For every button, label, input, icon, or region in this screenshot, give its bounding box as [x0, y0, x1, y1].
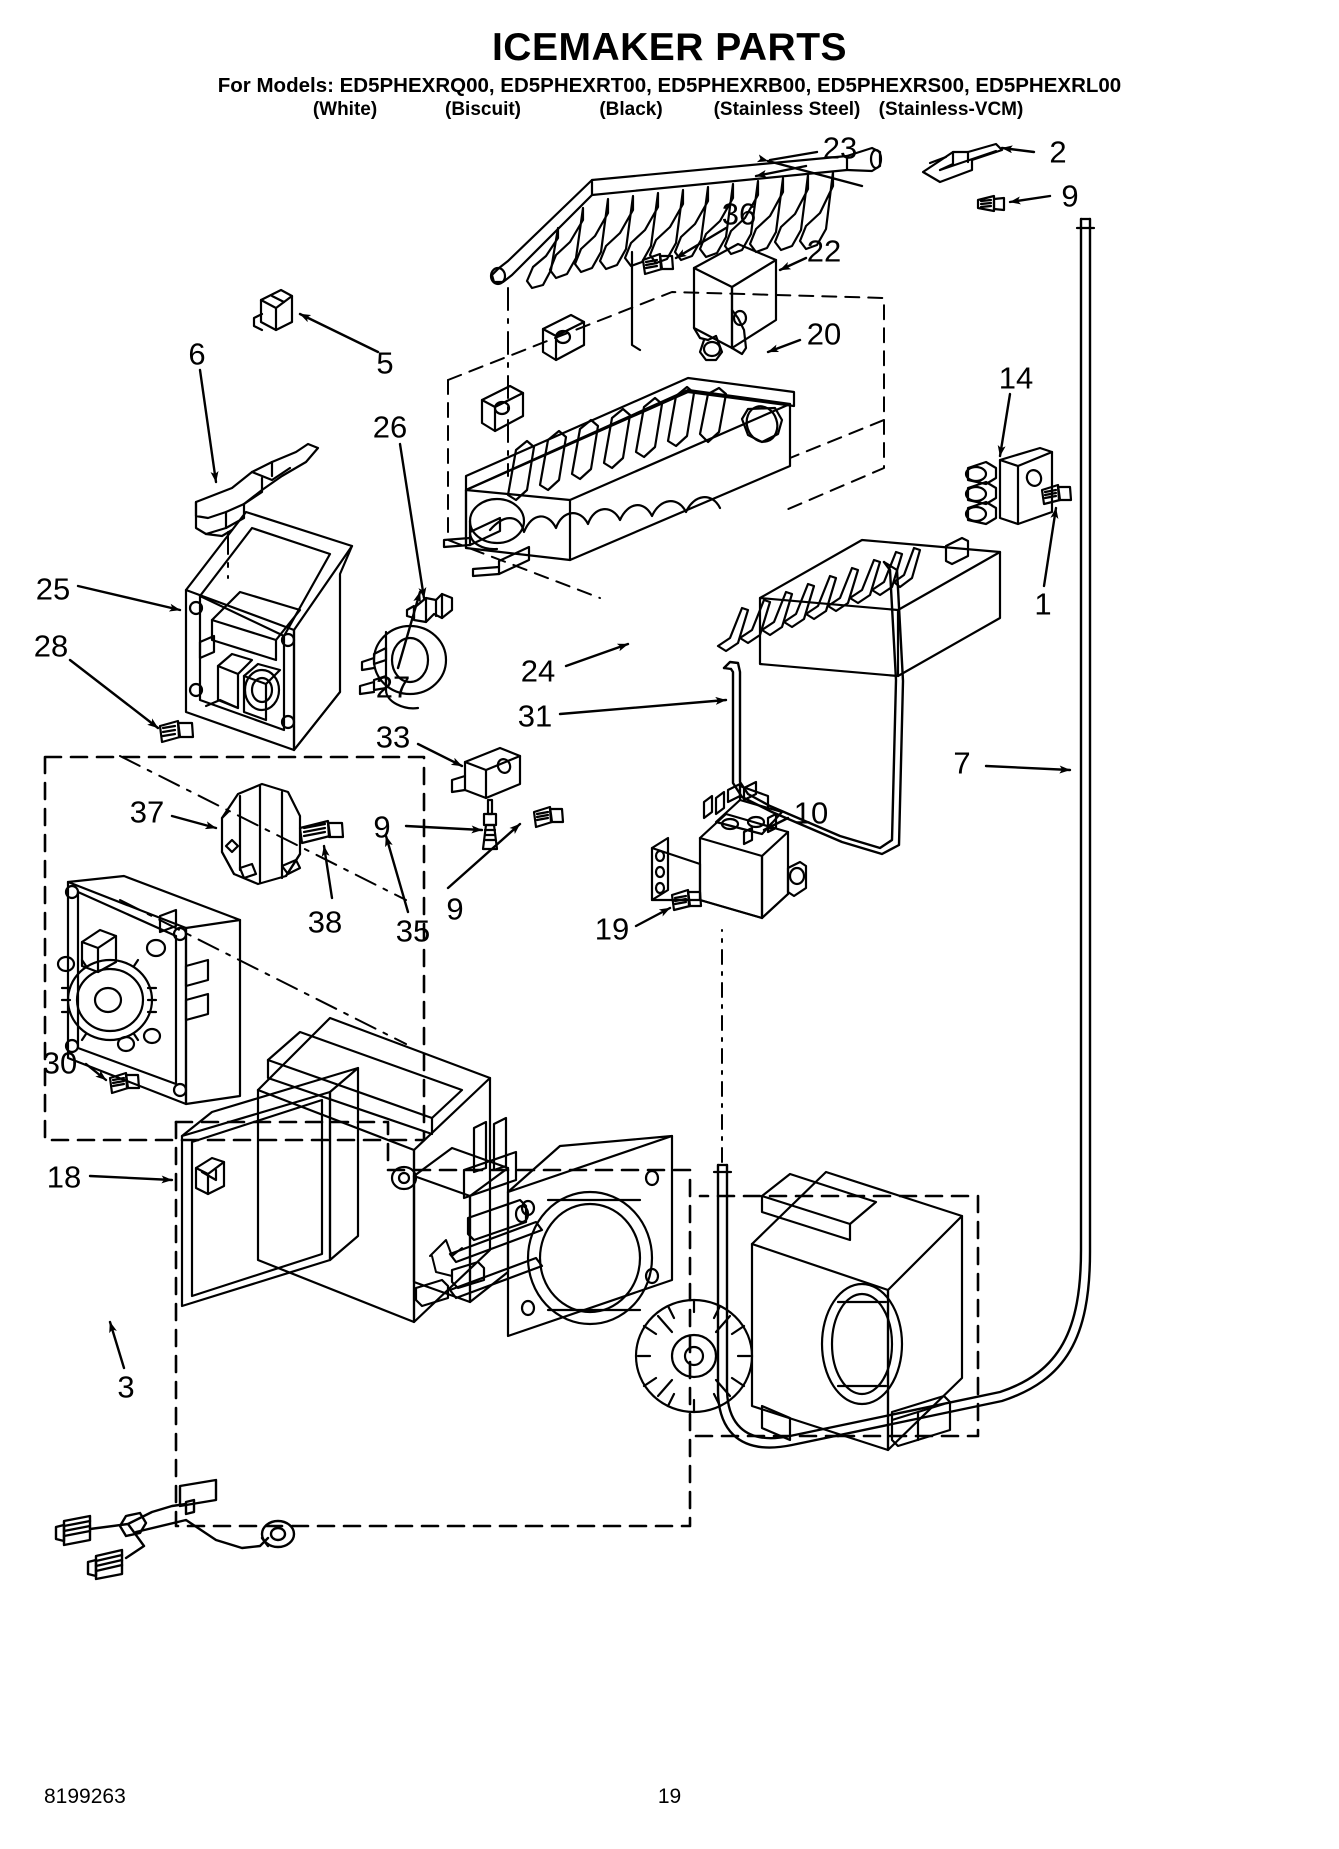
callout-27: 27 [375, 669, 411, 705]
color-variant-labels: (White) (Biscuit) (Black) (Stainless Steel)… [0, 99, 1339, 125]
page-title: ICEMAKER PARTS [491, 26, 848, 69]
part-module-mounting-screw [158, 719, 195, 744]
callout-3: 3 [117, 1369, 135, 1405]
callout-7: 7 [953, 745, 971, 781]
part-control-module-housing [184, 510, 354, 752]
models-line: For Models: ED5PHEXRQ00, ED5PHEXRT00, ED… [217, 73, 1122, 97]
part-mounting-bracket [964, 446, 1054, 526]
part-ejector-arm-lever [194, 442, 320, 538]
footer-page-number: 19 [657, 1785, 682, 1808]
part-fill-cup-screw [641, 252, 675, 276]
color-variant-label-0: (White) [312, 99, 378, 121]
callout-23: 23 [822, 130, 858, 166]
part-wire-harness [54, 1478, 296, 1581]
part-ice-stripper [716, 536, 1002, 678]
callout-10: 10 [793, 795, 829, 831]
part-valve-mounting-screw [670, 888, 703, 912]
document-header: ICEMAKER PARTS For Models: ED5PHEXRQ00, … [0, 26, 1339, 125]
part-bearing-clip [252, 288, 294, 332]
part-motor-screw [298, 819, 345, 845]
color-variant-label-2: (Black) [599, 99, 663, 121]
part-thermal-coupling [405, 592, 454, 624]
callout-9a: 9 [1061, 178, 1079, 214]
part-support-bracket [450, 746, 522, 800]
color-variant-label-3: (Stainless Steel) [713, 99, 861, 121]
part-drive-motor [220, 782, 302, 886]
callout-6: 6 [188, 336, 206, 372]
part-ice-level-clip [921, 142, 1004, 184]
callout-36: 36 [721, 196, 757, 232]
part-shut-off-arm-wire [722, 560, 905, 856]
callout-9c: 9 [446, 891, 464, 927]
callout-18: 18 [46, 1159, 82, 1195]
callout-19: 19 [594, 911, 630, 947]
callout-1: 1 [1034, 586, 1052, 622]
callout-5: 5 [376, 345, 394, 381]
callout-26: 26 [372, 409, 408, 445]
callout-22: 22 [806, 233, 842, 269]
callout-24: 24 [520, 653, 556, 689]
part-water-fill-cup [692, 242, 778, 362]
part-water-fill-tube [712, 217, 1096, 1449]
part-retaining-screw-35 [532, 805, 565, 829]
callout-38: 38 [307, 904, 343, 940]
callout-35: 35 [395, 913, 431, 949]
ice-container-bounding-box [174, 1120, 980, 1528]
callout-2: 2 [1049, 134, 1067, 170]
callout-33: 33 [375, 719, 411, 755]
footer-part-number: 8199263 [44, 1785, 126, 1808]
part-ice-mold-assembly [442, 250, 796, 578]
part-ejector-auger [489, 146, 883, 290]
motor-group-bounding-box [43, 755, 426, 1142]
part-screw-9a [976, 194, 1006, 213]
callout-25: 25 [35, 571, 71, 607]
part-water-inlet-valve [650, 780, 808, 920]
part-screw-9b [481, 798, 499, 851]
color-variant-label-4: (Stainless-VCM) [878, 99, 1024, 121]
callout-14: 14 [998, 360, 1034, 396]
callout-9b: 9 [373, 809, 391, 845]
callout-20: 20 [806, 316, 842, 352]
part-motor-mounting-screw [108, 1071, 141, 1095]
part-gear-motor-bracket [56, 874, 242, 1106]
callout-31: 31 [517, 698, 553, 734]
part-mounting-screw-1 [1040, 483, 1073, 506]
callout-28: 28 [33, 628, 69, 664]
callout-30: 30 [42, 1045, 78, 1081]
document-footer: 8199263 19 [0, 1785, 1339, 1813]
assembly-centerlines [119, 287, 509, 1045]
callout-leader-lines [68, 145, 1072, 1370]
callout-37: 37 [129, 794, 165, 830]
color-variant-label-1: (Biscuit) [445, 99, 521, 121]
part-ice-container-assembly [180, 1016, 964, 1452]
